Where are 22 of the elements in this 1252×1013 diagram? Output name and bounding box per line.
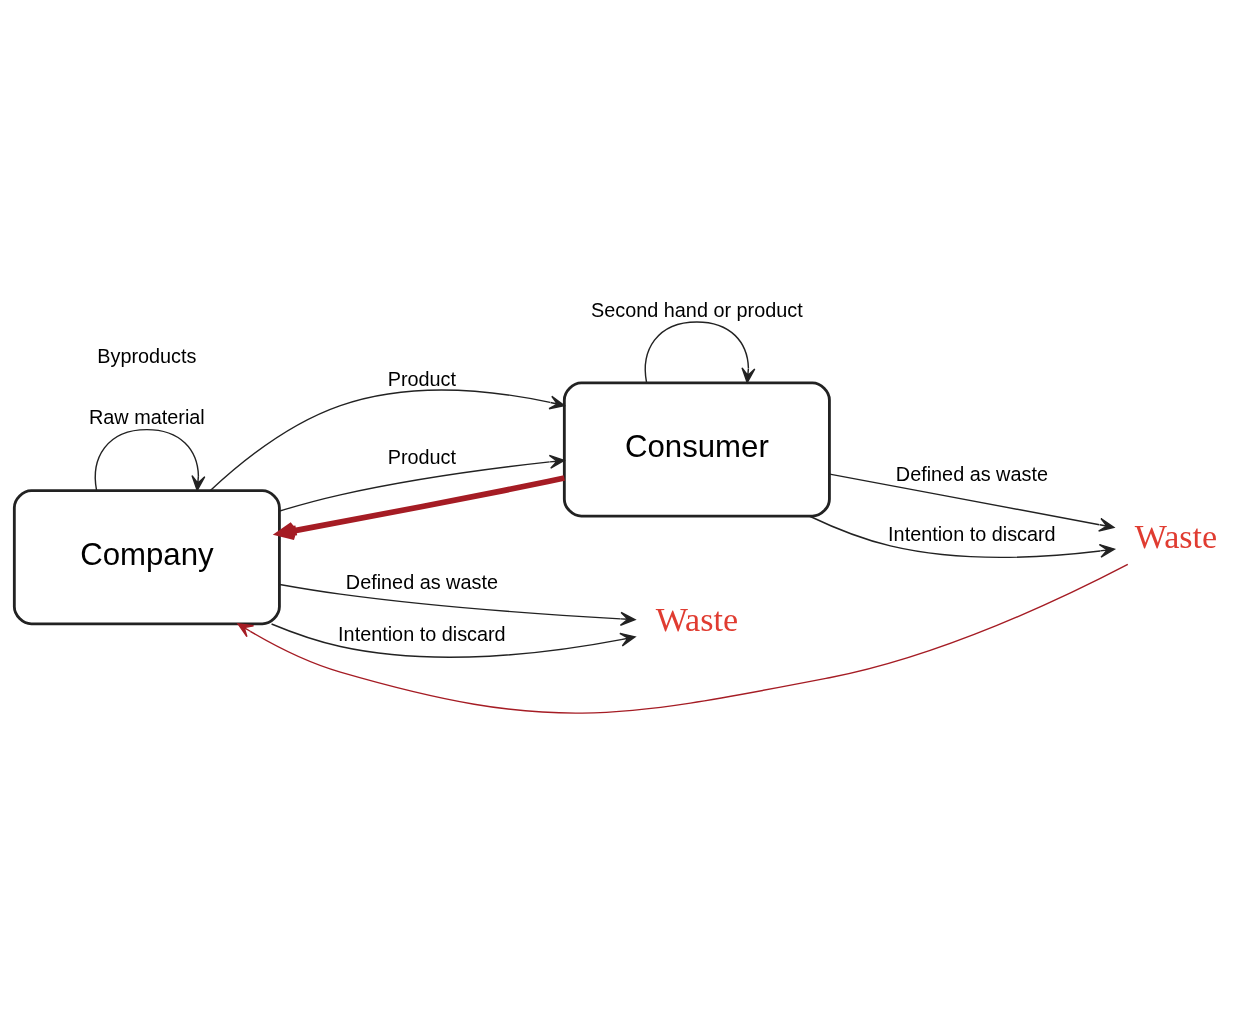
edge-label: Defined as waste bbox=[895, 462, 1048, 485]
edge-label: Second hand or product bbox=[591, 298, 803, 321]
arrow bbox=[644, 320, 756, 383]
arrow bbox=[270, 622, 636, 658]
node-box: Company bbox=[12, 488, 281, 625]
arrow bbox=[279, 583, 636, 626]
arrow bbox=[94, 428, 206, 491]
node-text: Waste bbox=[655, 600, 739, 638]
edge-label: Product bbox=[387, 445, 457, 468]
edge-label: Defined as waste bbox=[345, 570, 498, 593]
label: Byproducts bbox=[97, 344, 197, 367]
arrow bbox=[809, 515, 1116, 558]
edge-label: Raw material bbox=[89, 405, 205, 428]
edge-label: Intention to discard bbox=[338, 622, 506, 645]
node-box: Consumer bbox=[562, 380, 831, 518]
arrow bbox=[209, 388, 565, 491]
arrow bbox=[237, 563, 1129, 714]
edge-label: Intention to discard bbox=[888, 522, 1056, 545]
node-text: Waste bbox=[1134, 517, 1218, 555]
arrow bbox=[278, 454, 565, 512]
edge-label: Product bbox=[387, 367, 457, 390]
arrow bbox=[829, 472, 1115, 532]
